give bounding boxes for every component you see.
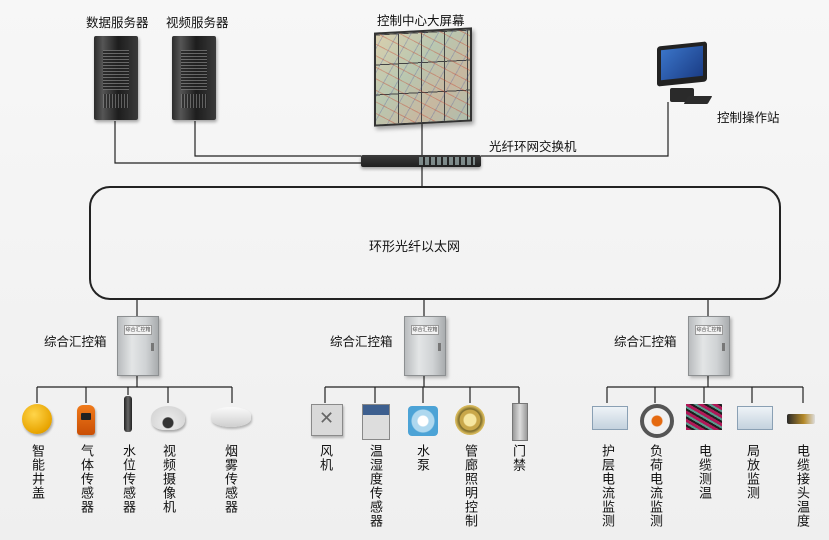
workstation-monitor-icon [657, 41, 707, 87]
line-data-server [114, 121, 361, 164]
device-label: 视频摄像机 [160, 444, 175, 514]
control-cabinet-icon: 综合汇控箱 [117, 316, 159, 376]
control-cabinet-icon: 综合汇控箱 [688, 316, 730, 376]
data-server-label: 数据服务器 [86, 15, 149, 30]
device-label: 气体传感器 [78, 444, 93, 514]
temp-humidity-sensor-icon [362, 404, 390, 440]
cable-temperature-icon [686, 404, 722, 430]
keyboard-icon [683, 96, 713, 104]
lamp-icon [455, 405, 485, 435]
device-label: 智能井盖 [29, 444, 44, 500]
cable-joint-probe-icon [787, 414, 815, 424]
gas-sensor-icon [77, 405, 95, 435]
partial-discharge-monitor-icon [737, 406, 773, 430]
device-label: 局放监测 [744, 444, 759, 500]
dome-camera-icon [151, 406, 185, 430]
device-label: 电缆接头温度 [794, 444, 809, 528]
control-wall-label: 控制中心大屏幕 [377, 13, 465, 28]
fan-icon [311, 404, 343, 436]
door-access-icon [512, 403, 528, 441]
data-server-icon [94, 36, 138, 120]
cabinet-label-1: 综合汇控箱 [44, 334, 107, 349]
video-wall-icon [374, 27, 472, 127]
device-label: 管廊照明控制 [462, 444, 477, 528]
ring-network [89, 186, 781, 300]
device-label: 负荷电流监测 [647, 444, 662, 528]
cabinet-label-2: 综合汇控箱 [330, 334, 393, 349]
device-label: 水泵 [414, 444, 429, 472]
device-label: 门禁 [510, 444, 525, 472]
line-video-server [194, 121, 361, 157]
manhole-cover-icon [22, 404, 52, 434]
ring-label: 环形光纤以太网 [368, 240, 460, 255]
smoke-detector-icon [211, 407, 251, 427]
line-workstation [481, 102, 669, 157]
device-label: 温湿度传感器 [367, 444, 382, 528]
device-label: 烟雾传感器 [222, 444, 237, 514]
cabinet-label-3: 综合汇控箱 [614, 334, 677, 349]
sheath-current-monitor-icon [592, 406, 628, 430]
device-label: 电缆测温 [696, 444, 711, 500]
video-server-label: 视频服务器 [166, 15, 229, 30]
device-label: 护层电流监测 [599, 444, 614, 528]
device-label: 水位传感器 [120, 444, 135, 514]
video-server-icon [172, 36, 216, 120]
fiber-switch-icon [361, 155, 481, 167]
device-label: 风机 [317, 444, 332, 472]
switch-label: 光纤环网交换机 [489, 139, 577, 154]
water-level-sensor-icon [124, 396, 132, 432]
control-cabinet-icon: 综合汇控箱 [404, 316, 446, 376]
workstation-label: 控制操作站 [717, 110, 780, 125]
current-clamp-icon [640, 404, 674, 438]
water-pump-icon [408, 406, 438, 436]
